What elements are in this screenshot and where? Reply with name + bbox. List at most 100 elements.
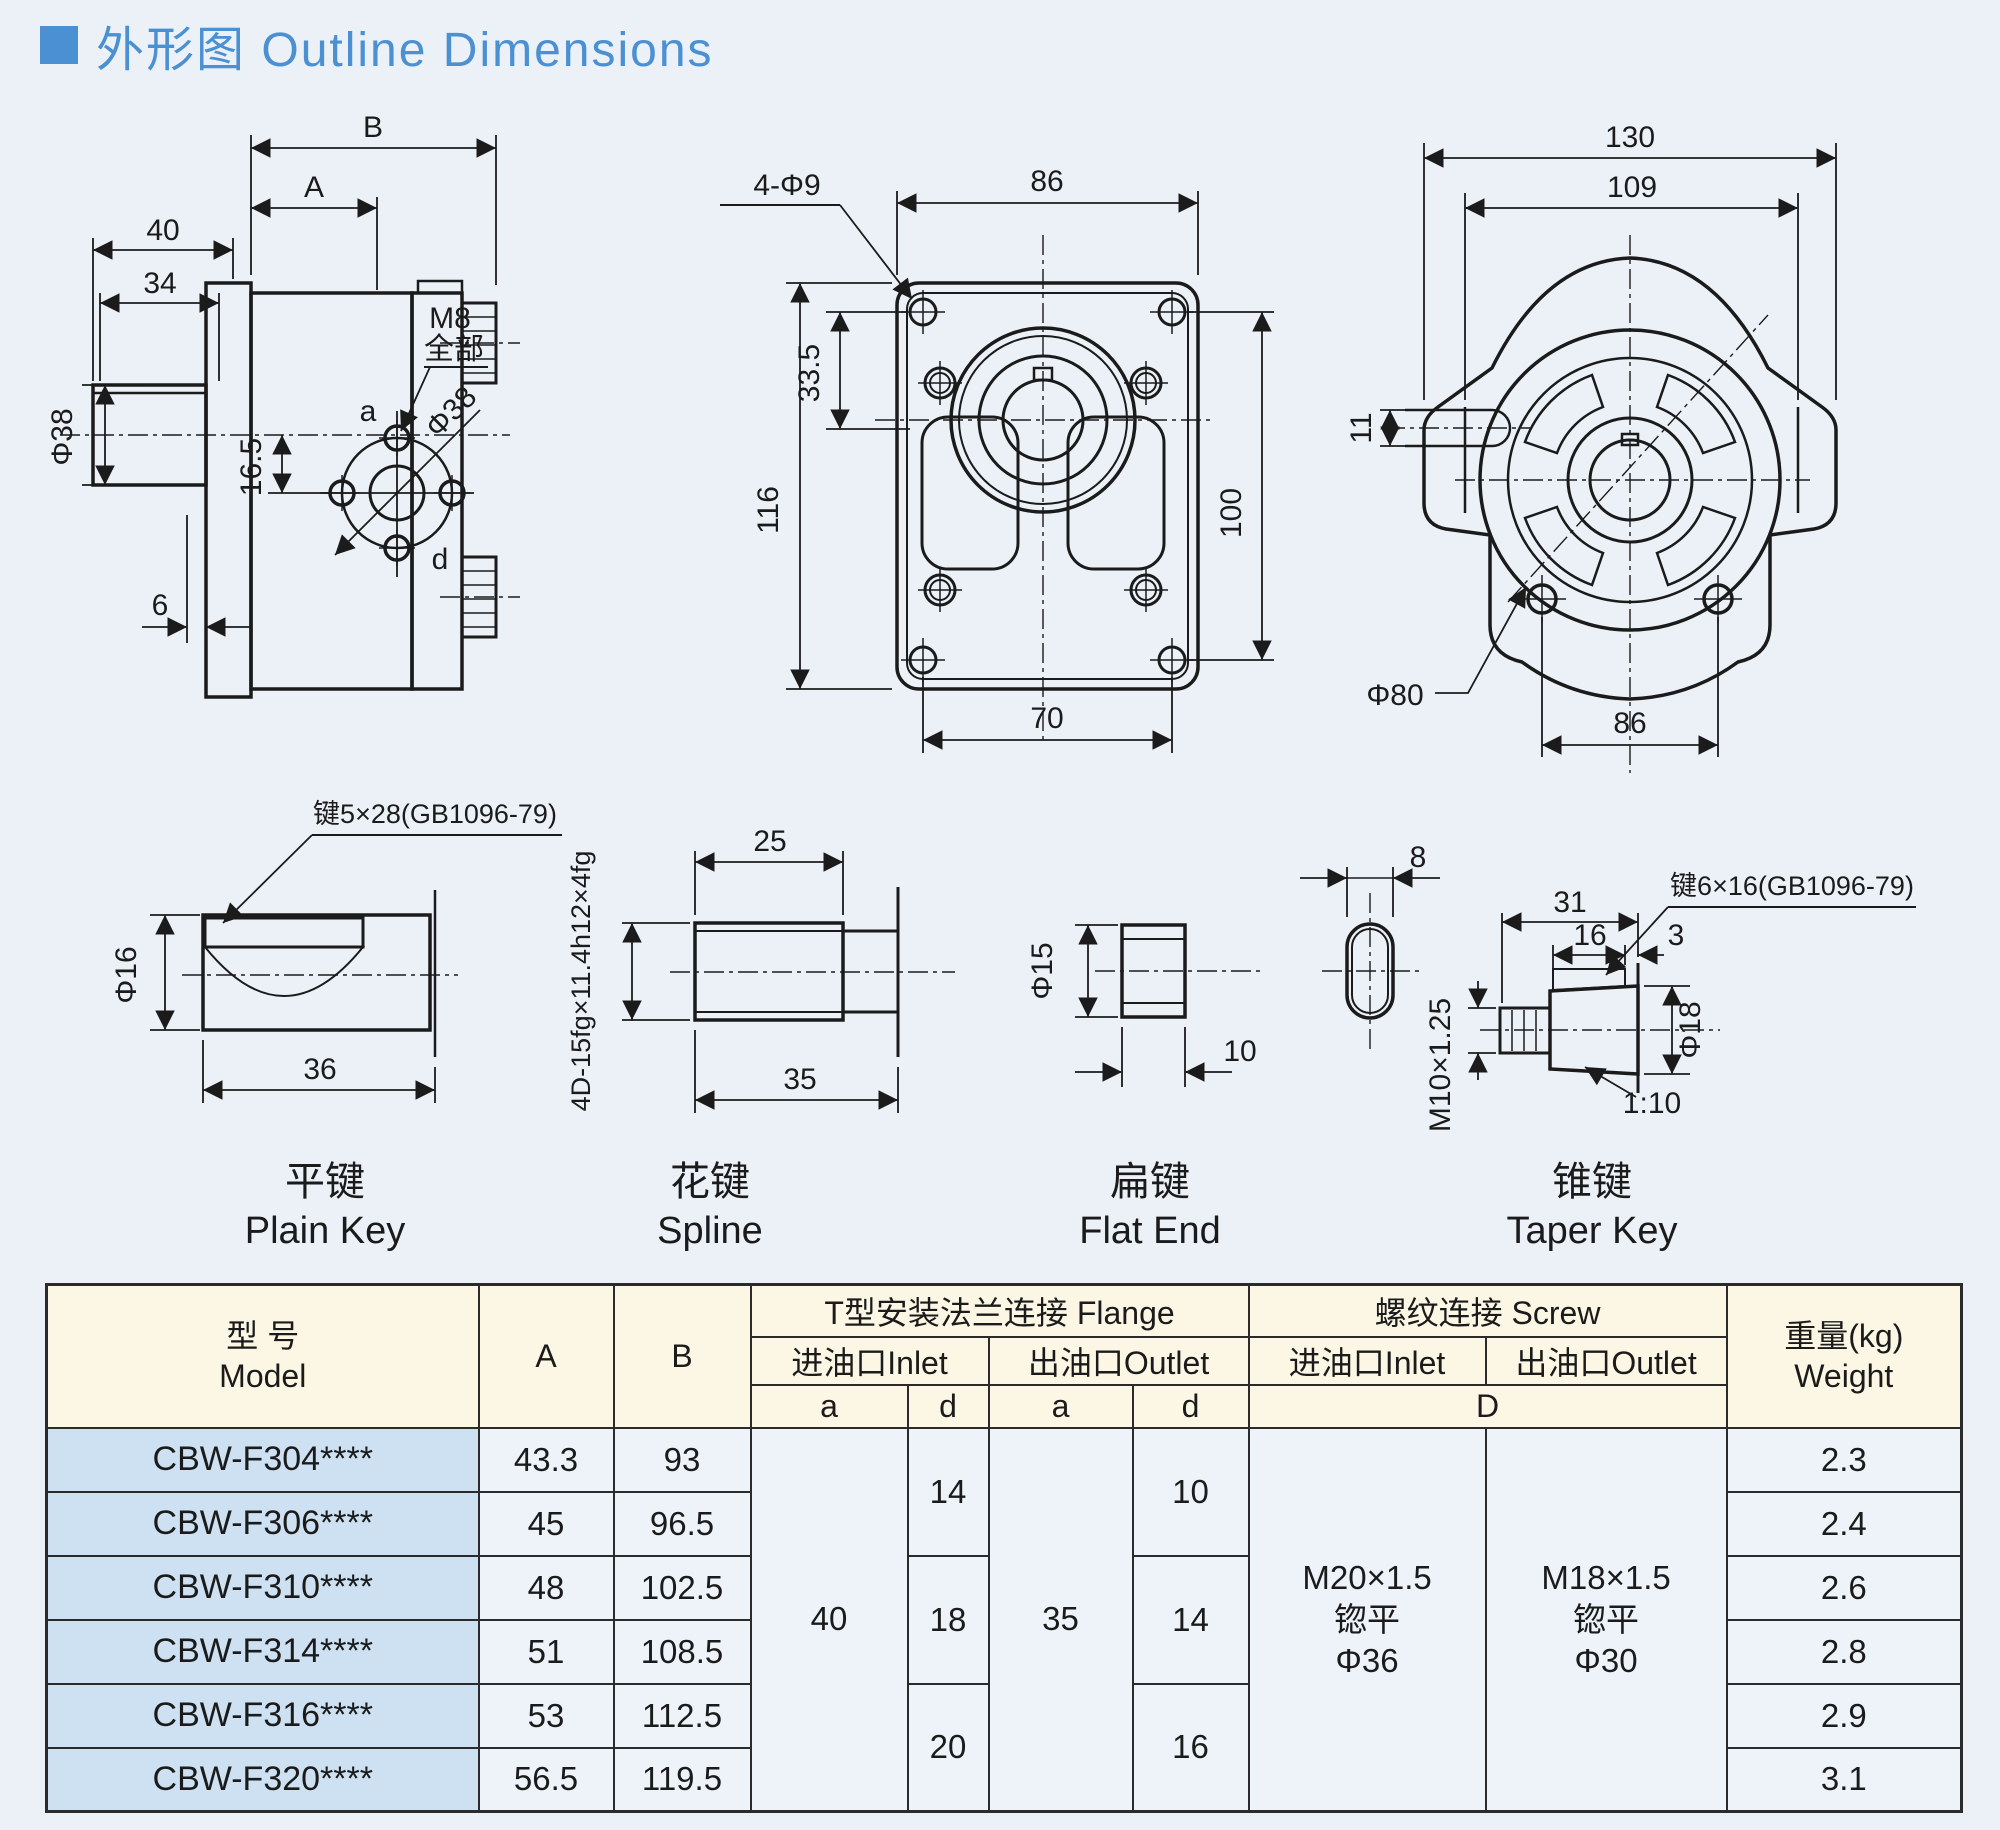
dim-100-label: 100 (1215, 488, 1248, 538)
spline-dimensions: 25 35 (622, 825, 899, 1113)
weight-cell: 2.4 (1725, 1490, 1963, 1557)
dim-phi18-label: Φ18 (1674, 1001, 1707, 1058)
key-stub (1385, 408, 1530, 448)
dim-33-5-label: 33.5 (793, 344, 826, 402)
caption-en: Flat End (1079, 1210, 1221, 1252)
screw-inlet-cell: M20×1.5 锪平 Φ36 (1247, 1426, 1487, 1813)
label-m8-all: 全部 (424, 333, 484, 366)
weight-cell: 2.6 (1725, 1554, 1963, 1621)
b-cell: 96.5 (612, 1490, 752, 1557)
flat-end-end-view (1322, 893, 1420, 1049)
plain-key-dimensions: Φ16 36 (110, 914, 436, 1103)
dim-16-5-label: 16.5 (235, 438, 268, 496)
flat-end-drawing: Φ15 10 8 扁键 Flat End (1026, 841, 1440, 1252)
corner-holes (901, 290, 1194, 682)
dim-25-label: 25 (753, 825, 786, 858)
plain-key-drawing: 键5×28(GB1096-79) Φ16 36 平键 Plain Key (110, 799, 562, 1252)
dim-130-label: 130 (1605, 121, 1655, 154)
a-cell: 48 (477, 1554, 615, 1621)
dim-86-label: 86 (1613, 707, 1646, 740)
header-a: A (477, 1283, 615, 1429)
screw-outlet-dia: Φ30 (1574, 1641, 1638, 1679)
caption-en: Plain Key (245, 1210, 406, 1252)
weight-cell: 2.9 (1725, 1682, 1963, 1749)
b-cell: 93 (612, 1426, 752, 1493)
header-model-en: Model (219, 1358, 307, 1395)
header-model: 型 号 Model (45, 1283, 480, 1429)
b-cell: 119.5 (612, 1746, 752, 1813)
flange-inlet-d-cell: 18 (906, 1554, 990, 1685)
flat-end-dimensions: Φ15 10 (1026, 924, 1257, 1087)
model-cell: CBW-F306**** (45, 1490, 480, 1557)
taper-key-dimensions: 31 16 3 Φ18 1:10 M10×1.25 (1424, 886, 1707, 1132)
dim-thread-label: M10×1.25 (1424, 998, 1457, 1132)
b-cell: 112.5 (612, 1682, 752, 1749)
dim-3-label: 3 (1668, 919, 1685, 952)
screw-outlet-spotface: 锪平 (1573, 1600, 1640, 1638)
dimension-table: 型 号 Model A B T型安装法兰连接 Flange 螺纹连接 Screw… (45, 1283, 1964, 1813)
front-view-dimensions: 4-Φ9 86 33.5 116 100 70 (720, 165, 1274, 753)
header-screw-inlet: 进油口Inlet (1247, 1335, 1487, 1386)
dim-ratio-label: 1:10 (1623, 1087, 1681, 1120)
port-recesses (918, 361, 1168, 612)
caption-zh: 锥键 (1552, 1160, 1632, 1204)
key-spec-label: 键6×16(GB1096-79) (1670, 871, 1914, 901)
a-cell: 56.5 (477, 1746, 615, 1813)
side-view-dimensions: B A 40 34 Φ38 16.5 6 M8 全部 a Φ38 d (46, 111, 497, 697)
header-sub-a2: a (987, 1383, 1134, 1429)
dim-phi80-label: Φ80 (1366, 679, 1423, 712)
port-fittings (440, 301, 520, 639)
screw-inlet-spotface: 锪平 (1334, 1600, 1401, 1638)
header-screw-outlet: 出油口Outlet (1484, 1335, 1728, 1386)
caption-en: Spline (657, 1210, 763, 1252)
page-title: 外形图 Outline Dimensions (96, 10, 714, 80)
caption-zh: 扁键 (1110, 1160, 1190, 1204)
caption-zh: 平键 (285, 1160, 365, 1204)
model-cell: CBW-F310**** (45, 1554, 480, 1621)
dim-8-label: 8 (1410, 841, 1427, 874)
dim-6-label: 6 (152, 589, 169, 622)
dim-86-label: 86 (1030, 165, 1063, 198)
model-cell: CBW-F314**** (45, 1618, 480, 1685)
dim-109-label: 109 (1607, 171, 1657, 204)
flange-outlet-a-cell: 35 (987, 1426, 1134, 1813)
screw-outlet-thread: M18×1.5 (1541, 1559, 1671, 1597)
dim-10-label: 10 (1223, 1035, 1256, 1068)
flange-outlet-d-cell: 16 (1131, 1682, 1250, 1813)
weight-cell: 2.8 (1725, 1618, 1963, 1685)
dim-70-label: 70 (1030, 702, 1063, 735)
label-hole-d: d (432, 543, 449, 576)
b-cell: 108.5 (612, 1618, 752, 1685)
header-weight: 重量(kg) Weight (1725, 1283, 1963, 1429)
header-flange-outlet: 出油口Outlet (987, 1335, 1250, 1386)
dim-31-label: 31 (1553, 886, 1586, 919)
dim-b-label: B (363, 111, 383, 144)
model-cell: CBW-F316**** (45, 1682, 480, 1749)
spline-spec-label: 4D-15fg×11.4h12×4fg (566, 851, 596, 1112)
dim-36-label: 36 (303, 1053, 336, 1086)
header-sub-screw-d: D (1247, 1383, 1728, 1429)
dim-16-label: 16 (1573, 919, 1606, 952)
header-sub-a1: a (749, 1383, 909, 1429)
a-cell: 43.3 (477, 1426, 615, 1493)
screw-inlet-thread: M20×1.5 (1302, 1559, 1432, 1597)
dim-11-label: 11 (1345, 412, 1378, 443)
dim-phi16-label: Φ16 (110, 946, 143, 1003)
caption-en: Taper Key (1506, 1210, 1677, 1252)
key-spec-label: 键5×28(GB1096-79) (313, 799, 557, 829)
page-title-en: Outline Dimensions (246, 24, 714, 77)
header-flange-group: T型安装法兰连接 Flange (749, 1283, 1250, 1338)
pump-body-outline (204, 279, 464, 699)
screw-outlet-cell: M18×1.5 锪平 Φ30 (1484, 1426, 1728, 1813)
header-weight-zh: 重量(kg) (1784, 1318, 1904, 1355)
section-marker-icon (40, 26, 78, 64)
header-weight-en: Weight (1794, 1358, 1894, 1395)
dim-35-label: 35 (783, 1063, 816, 1096)
model-cell: CBW-F320**** (45, 1746, 480, 1813)
a-cell: 45 (477, 1490, 615, 1557)
spline-drawing: 4D-15fg×11.4h12×4fg 25 35 花键 Spline (566, 825, 955, 1252)
dim-a-label: A (304, 171, 324, 204)
side-view-drawing: B A 40 34 Φ38 16.5 6 M8 全部 a Φ38 d (46, 111, 520, 699)
flange-outlet-d-cell: 14 (1131, 1554, 1250, 1685)
dim-phi38-shaft-label: Φ38 (46, 408, 79, 465)
